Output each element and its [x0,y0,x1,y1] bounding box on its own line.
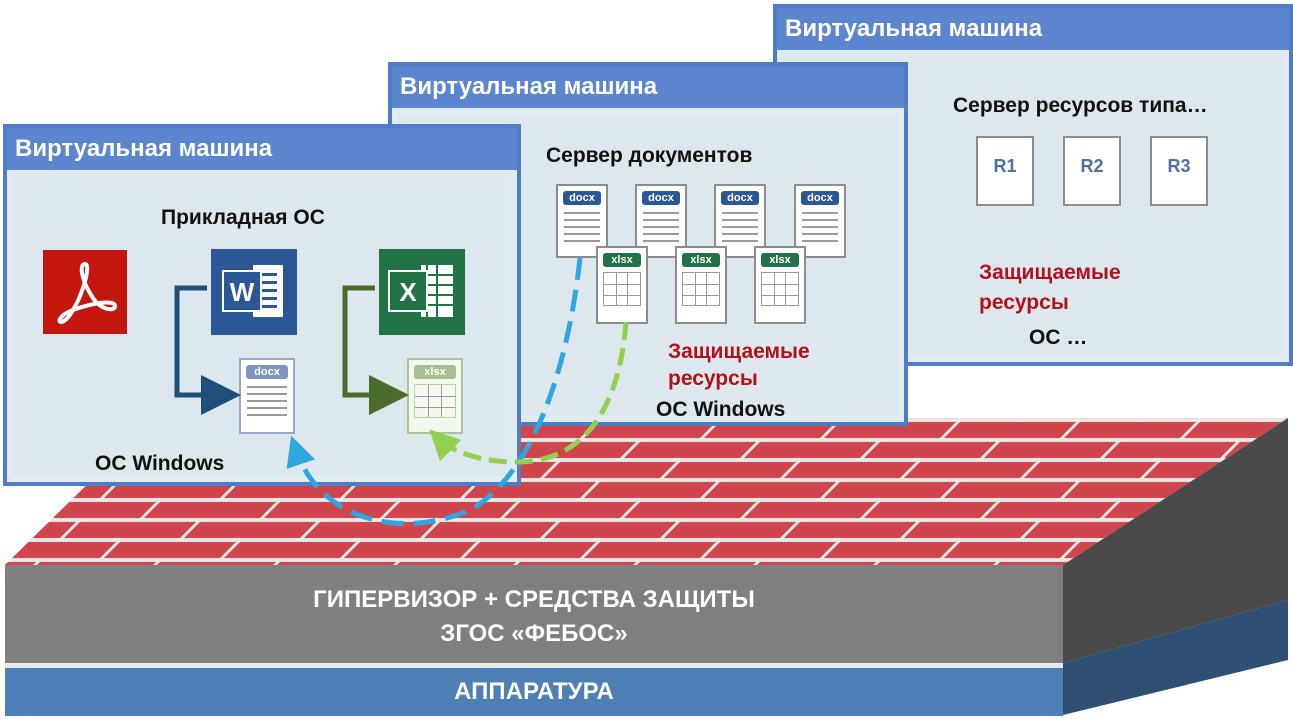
resource-r3: R3 [1150,136,1208,206]
hypervisor-label-1: ГИПЕРВИЗОР + СРЕДСТВА ЗАЩИТЫ [313,586,755,613]
os-label: ОС Windows [95,452,225,475]
docx-file-icon: docx [556,184,608,258]
vm-title: Виртуальная машина [777,8,1289,50]
docx-file-icon: docx [794,184,846,258]
hypervisor-layer-bg [5,565,1063,663]
resource-r2: R2 [1063,136,1121,206]
app-os-label: Прикладная ОС [161,206,325,229]
excel-icon: X [379,249,465,335]
server-label: Сервер ресурсов типа… [953,94,1208,117]
svg-text:X: X [399,277,417,307]
resource-r1: R1 [976,136,1034,206]
hardware-layer-bg [5,668,1063,716]
svg-text:W: W [230,277,255,307]
vm-title: Виртуальная машина [7,128,517,170]
platform-side-blue [1063,600,1288,715]
word-icon: W [211,249,297,335]
vm-title: Виртуальная машина [392,66,904,108]
xlsx-file-icon: xlsx [596,246,648,324]
docx-file-icon: docx [239,358,295,434]
os-label: ОС … [1029,326,1088,349]
protected-resources-label: Защищаемые ресурсы [668,340,810,390]
platform-side [1063,418,1288,663]
vm-window-1: Виртуальная машина Прикладная ОС W X doc… [3,124,521,486]
docx-file-icon: docx [635,184,687,258]
protected-resources-label: Защищаемые ресурсы [979,261,1121,314]
docx-file-icon: docx [714,184,766,258]
hardware-label: АППАРАТУРА [454,678,614,705]
acrobat-icon [43,250,127,334]
xlsx-file-icon: xlsx [754,246,806,324]
hypervisor-label-2: ЗГОС «ФЕБОС» [440,620,628,647]
server-label: Сервер документов [546,144,753,167]
xlsx-file-icon: xlsx [675,246,727,324]
os-label: ОС Windows [656,398,786,421]
xlsx-file-icon: xlsx [407,358,463,434]
